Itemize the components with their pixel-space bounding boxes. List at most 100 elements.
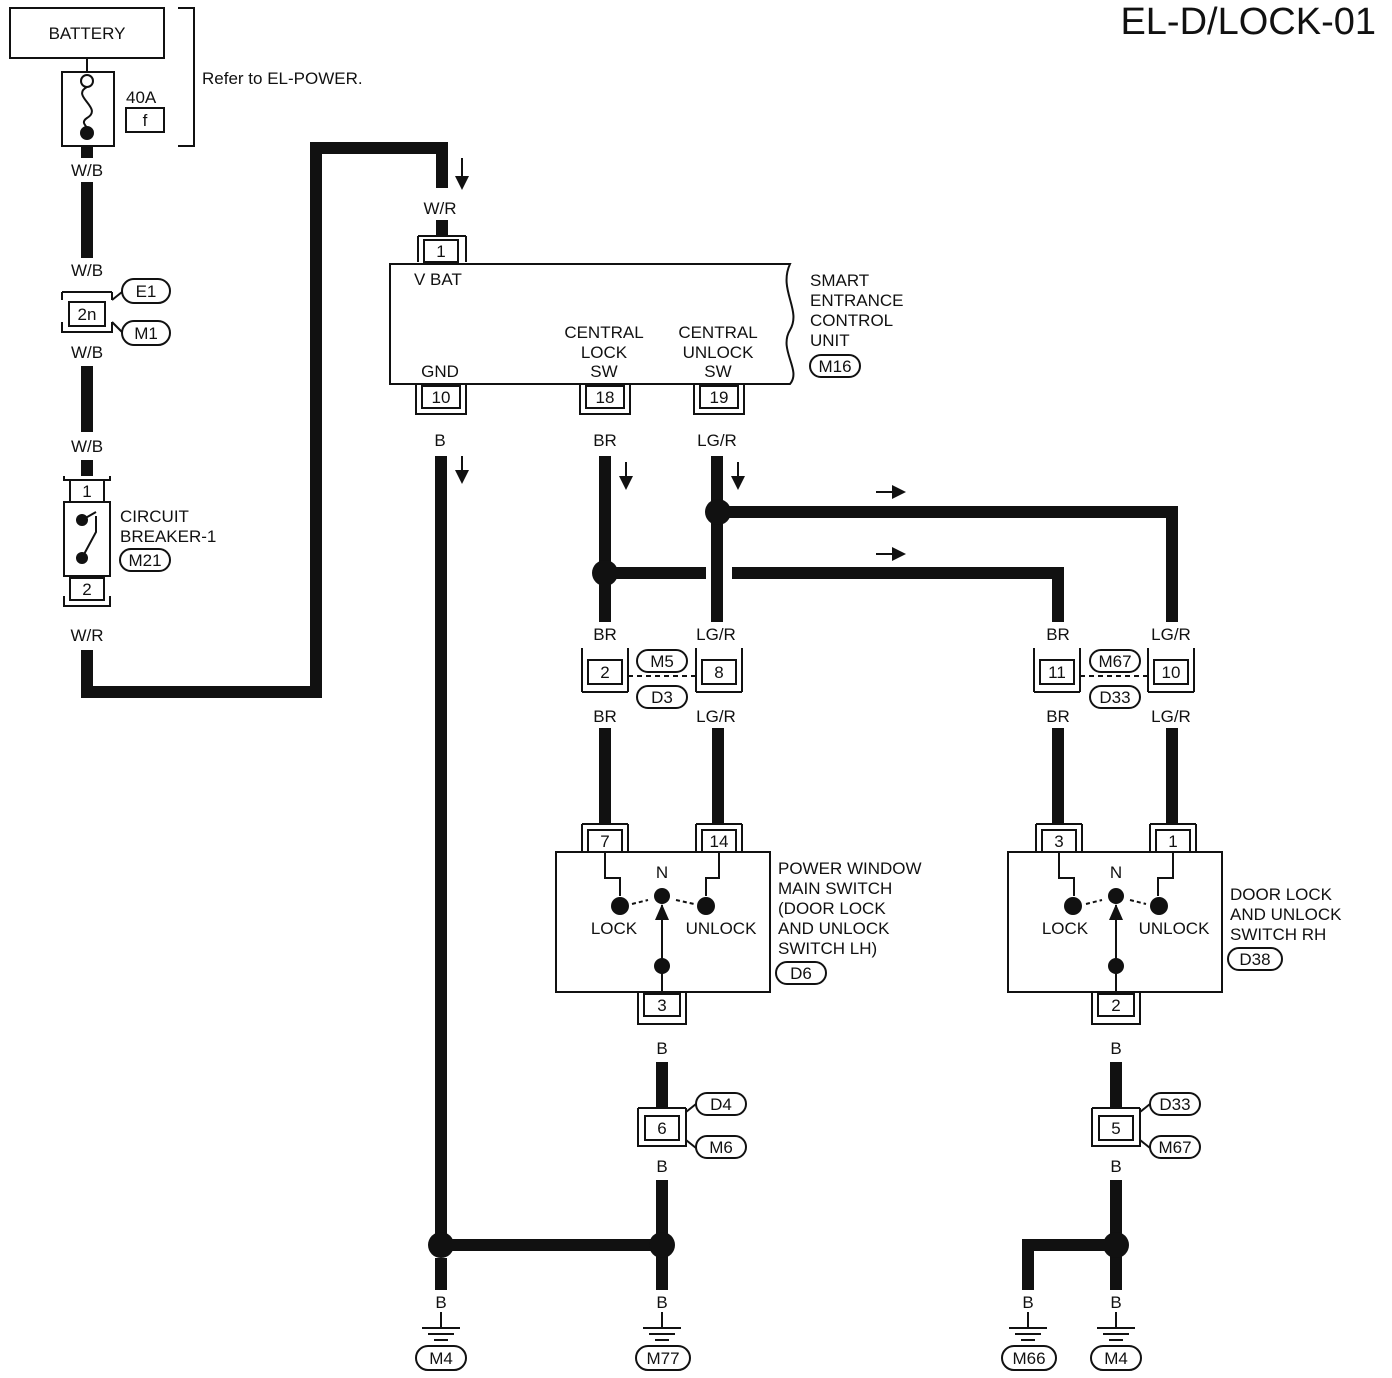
connector-id: M67 — [1098, 652, 1131, 671]
connector-oval — [809, 354, 861, 378]
connector-id: M67 — [1158, 1138, 1191, 1157]
lgr-rh-wire — [718, 506, 1178, 622]
ground-id: M4 — [429, 1349, 453, 1368]
wire-color-label: LG/R — [1151, 625, 1191, 644]
inline-pin: 2 — [600, 663, 609, 682]
connector-oval — [1089, 649, 1141, 673]
secu-unlock-sw-label: SW — [704, 362, 731, 381]
connector-oval — [1089, 685, 1141, 709]
wire-color-label: B — [656, 1157, 667, 1176]
refer-note: Refer to EL-POWER. — [202, 69, 363, 88]
connector-oval — [775, 961, 827, 985]
wire-color-label: B — [656, 1293, 667, 1312]
connector-oval — [121, 278, 171, 304]
secu-box — [389, 263, 795, 385]
switch-neutral-label: N — [656, 863, 668, 882]
fuse-id: f — [143, 111, 148, 130]
secu-lock-sw-label: SW — [590, 362, 617, 381]
lh-switch-pin-unlock: 14 — [710, 832, 729, 851]
inline-pin: 11 — [1048, 663, 1066, 682]
rh-switch-name: DOOR LOCK — [1230, 885, 1333, 904]
connector-oval — [121, 320, 171, 346]
wire-color-label: W/R — [70, 626, 103, 645]
switch-lock-label: LOCK — [591, 919, 638, 938]
lh-switch-pin-lock: 7 — [600, 832, 609, 851]
joint-pin: 2n — [78, 305, 97, 324]
inline-pin: 8 — [714, 663, 723, 682]
rh-switch-name: AND UNLOCK — [1230, 905, 1342, 924]
wire-color-label: B — [1110, 1293, 1121, 1312]
breaker-pin-in: 1 — [82, 482, 91, 501]
connector-oval — [1149, 1135, 1201, 1159]
wire-color-label: LG/R — [1151, 707, 1191, 726]
ground-connector — [635, 1345, 691, 1371]
rh-switch-pin-lock: 3 — [1054, 832, 1063, 851]
breaker-pin-out: 2 — [82, 580, 91, 599]
switch-lever-icon — [1109, 904, 1123, 920]
connector-id: D33 — [1099, 688, 1130, 707]
connector-id: D33 — [1159, 1095, 1190, 1114]
lh-switch-name: SWITCH LH) — [778, 939, 877, 958]
secu-lock-sw-label: LOCK — [581, 343, 628, 362]
breaker-name: CIRCUIT — [120, 507, 189, 526]
fuse-rating: 40A — [126, 88, 157, 107]
wire-color-label: B — [1022, 1293, 1033, 1312]
wire-color-label: BR — [1046, 625, 1070, 644]
ground-connector — [1090, 1345, 1142, 1371]
ground-id: M77 — [646, 1349, 679, 1368]
connector-oval — [636, 649, 688, 673]
wire-color-label: B — [434, 431, 445, 450]
wire-color-label: B — [1110, 1039, 1121, 1058]
ground-id: M4 — [1104, 1349, 1128, 1368]
wr-feed-wire — [81, 142, 448, 698]
circuit-breaker — [63, 501, 111, 577]
ground-icon — [1009, 1327, 1047, 1341]
secu-lock-sw-label: CENTRAL — [564, 323, 643, 342]
connector-oval — [695, 1092, 747, 1116]
secu-pin-unlock: 19 — [710, 388, 729, 407]
connector-id: M16 — [818, 357, 851, 376]
connector-id: E1 — [136, 282, 157, 301]
connector-id: M5 — [650, 652, 674, 671]
lh-switch-name: AND UNLOCK — [778, 919, 890, 938]
switch-unlock-label: UNLOCK — [686, 919, 758, 938]
secu-pin-vbat: 1 — [436, 242, 445, 261]
battery-box — [9, 7, 165, 59]
secu-name: CONTROL — [810, 311, 893, 330]
ground-icon — [1097, 1327, 1135, 1341]
secu-pin-lock: 18 — [596, 388, 615, 407]
lh-switch-name: (DOOR LOCK — [778, 899, 886, 918]
wire-color-label: B — [435, 1293, 446, 1312]
rh-switch-name: SWITCH RH — [1230, 925, 1326, 944]
switch-neutral-label: N — [1110, 863, 1122, 882]
ground-icon — [422, 1327, 460, 1341]
secu-unlock-sw-label: UNLOCK — [683, 343, 755, 362]
breaker-contact-icon — [81, 511, 97, 559]
ground-connector — [1001, 1345, 1057, 1371]
lh-switch-name: MAIN SWITCH — [778, 879, 892, 898]
secu-name: SMART — [810, 271, 869, 290]
wire-color-label: BR — [593, 707, 617, 726]
secu-unlock-sw-label: CENTRAL — [678, 323, 757, 342]
connector-oval — [1149, 1092, 1201, 1116]
inline-pin: 10 — [1162, 663, 1181, 682]
wire-color-label: B — [656, 1039, 667, 1058]
breaker-name: BREAKER-1 — [120, 527, 216, 546]
secu-vbat-label: V BAT — [414, 270, 462, 289]
ground-inline-pin: 5 — [1111, 1119, 1120, 1138]
connector-oval — [695, 1135, 747, 1159]
refer-bracket — [178, 7, 195, 147]
connector-id: D4 — [710, 1095, 732, 1114]
wire-color-label: W/B — [71, 343, 103, 362]
ground-connector — [415, 1345, 467, 1371]
connector-id: D38 — [1239, 950, 1270, 969]
rh-switch-pin-unlock: 1 — [1168, 832, 1177, 851]
wire-color-label: W/B — [71, 161, 103, 180]
lh-switch-pin-ground: 3 — [657, 996, 666, 1015]
connector-id: D6 — [790, 964, 812, 983]
wire-color-label: W/B — [71, 261, 103, 280]
secu-name: ENTRANCE — [810, 291, 904, 310]
switch-lever-icon — [655, 904, 669, 920]
wire-color-label: BR — [593, 431, 617, 450]
battery-label: BATTERY — [49, 24, 126, 43]
